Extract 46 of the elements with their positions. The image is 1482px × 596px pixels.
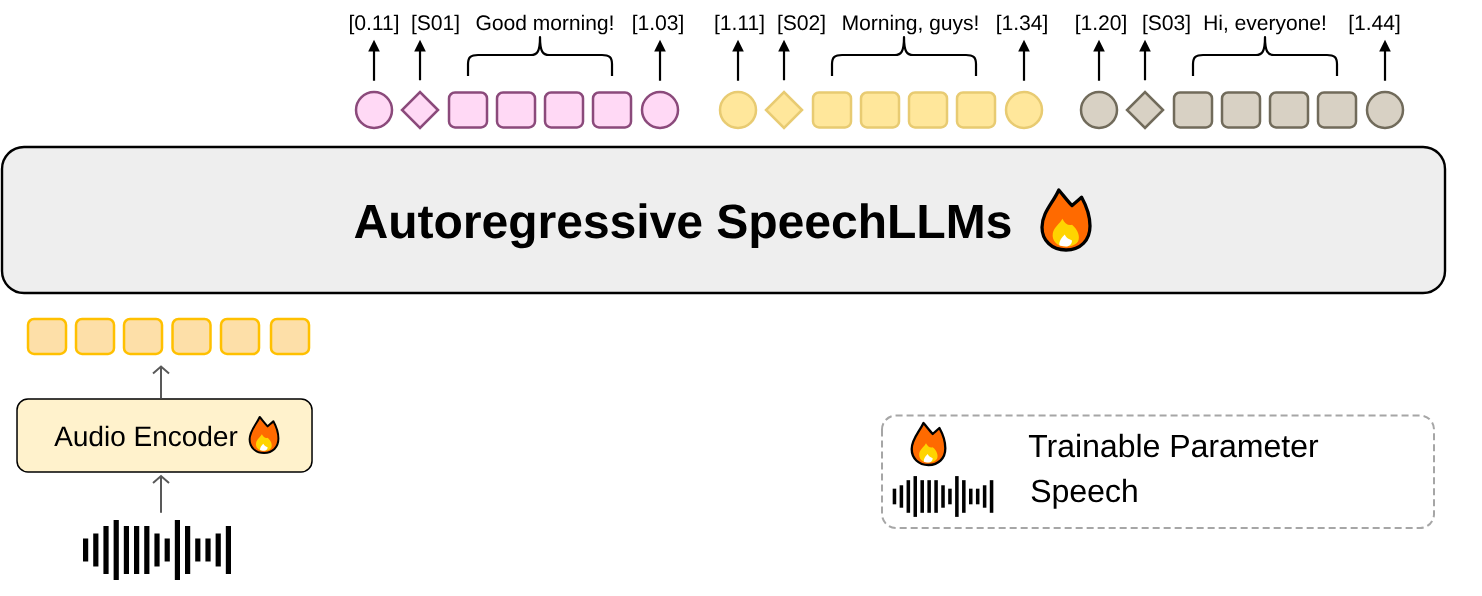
timestamp: [1.20]: [1076, 14, 1126, 35]
arrow: [152, 365, 170, 400]
square-token: [122, 317, 164, 356]
diamond-token: [400, 90, 440, 130]
square-token: [74, 317, 116, 356]
square-token: [495, 91, 537, 129]
encoder-box: Audio Encoder: [16, 398, 313, 473]
circle-token: [1004, 90, 1044, 130]
timestamp: [1.11]: [715, 14, 764, 35]
square-token: [447, 91, 489, 129]
circle-token: [1365, 90, 1405, 130]
square-token: [1172, 91, 1214, 129]
square-token: [1316, 91, 1358, 129]
circle-token: [1079, 90, 1119, 130]
legend-text: Speech: [1031, 478, 1137, 509]
square-token: [171, 317, 212, 356]
square-token: [269, 317, 311, 356]
diamond-token: [1125, 90, 1165, 130]
speaker-tag: [S03]: [1143, 14, 1190, 35]
transcript-text: Morning, guys!: [843, 14, 978, 35]
square-token: [907, 91, 949, 129]
circle-token: [354, 90, 394, 130]
legend-text: Trainable Parameter: [1028, 433, 1319, 458]
square-token: [1268, 91, 1310, 129]
sound-wave: [83, 520, 231, 580]
speaker-tag: [S01]: [412, 14, 459, 35]
speaker-tag: [S02]: [778, 14, 825, 35]
circle-token: [640, 90, 680, 130]
transcript-text: Good morning!: [476, 14, 613, 35]
square-token: [811, 91, 853, 129]
square-token: [219, 317, 261, 356]
timestamp: [1.03]: [633, 14, 683, 35]
square-token: [26, 317, 68, 356]
square-token: [543, 91, 585, 129]
timestamp: [1.34]: [997, 14, 1047, 35]
square-token: [1220, 91, 1262, 129]
diamond-token: [764, 90, 804, 130]
circle-token: [718, 90, 758, 130]
square-token: [955, 91, 997, 129]
timestamp: [0.11]: [350, 14, 398, 35]
transcript-text: Hi, everyone!: [1204, 14, 1325, 35]
timestamp: [1.44]: [1349, 14, 1400, 35]
arrow: [152, 474, 170, 514]
model-box: Autoregressive SpeechLLMs: [0, 145, 1447, 295]
square-token: [859, 91, 901, 129]
square-token: [591, 91, 633, 129]
